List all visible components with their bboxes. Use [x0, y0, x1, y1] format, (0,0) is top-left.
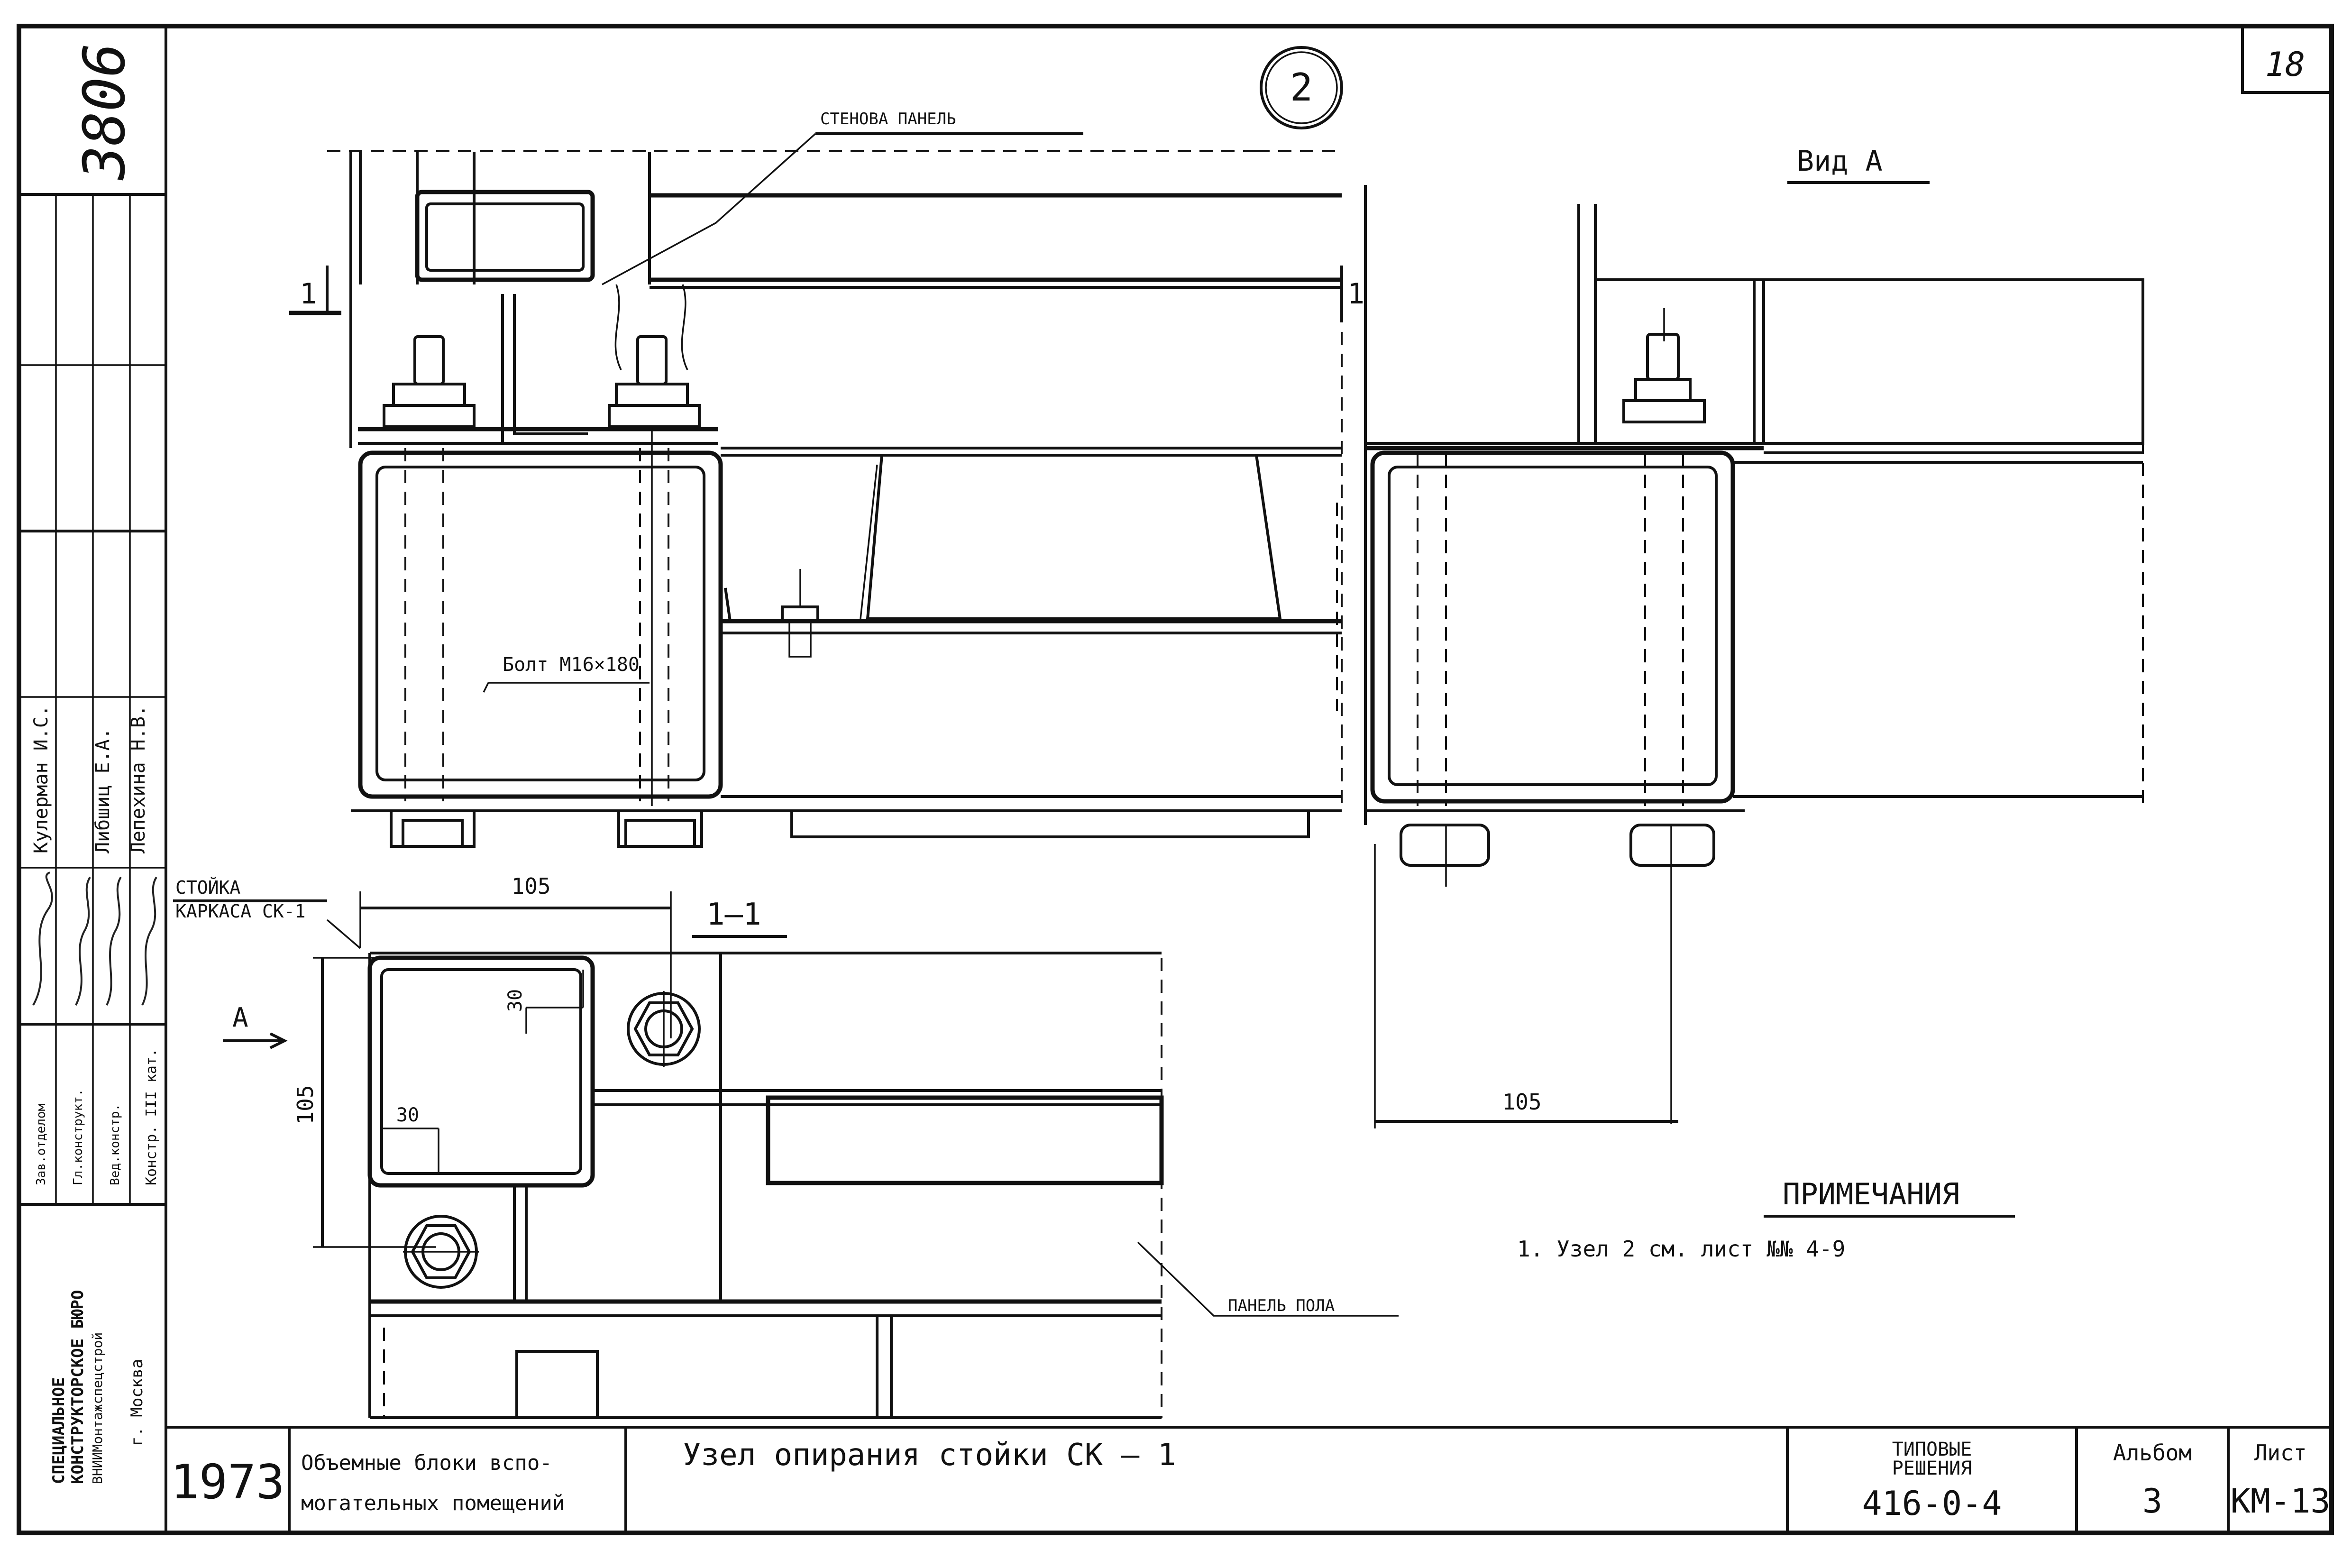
title-series-line-2: РЕШЕНИЯ — [1892, 1458, 1972, 1479]
stamp-role-4: Констр. III кат. — [143, 1048, 160, 1185]
post-label-line-2: КАРКАСА СК-1 — [175, 901, 306, 922]
title-album-value: 3 — [2142, 1482, 2162, 1521]
stamp-role-1: Зав.отделом — [34, 1104, 48, 1185]
floor-block-trapezoid — [866, 454, 1282, 620]
title-series-code: 416-0-4 — [1862, 1484, 2002, 1523]
post-box-inner — [375, 466, 705, 781]
notes-title: ПРИМЕЧАНИЯ — [1783, 1177, 1959, 1211]
base-plate — [790, 809, 1310, 838]
org-line-3: ВНИИМонтажспецстрой — [90, 1332, 105, 1484]
view-a-post-box — [1370, 450, 1735, 804]
floor-panel-label: ПАНЕЛЬ ПОЛА — [1228, 1296, 1335, 1315]
section-slot — [766, 1095, 1164, 1185]
signature-2 — [75, 876, 91, 1006]
title-project-line-2: могательных помещений — [301, 1491, 565, 1515]
archive-number: 3806 — [72, 43, 138, 181]
bolt-nut-bottom-left — [402, 819, 464, 848]
stamp-role-3: Вед.констр. — [108, 1104, 122, 1185]
bolt-nut-bottom-right — [624, 819, 696, 848]
stamp-name-2: Либшиц Е.А. — [92, 728, 114, 853]
wall-panel-label: СТЕНОВА ПАНЕЛЬ — [820, 110, 956, 128]
section-post-box-inner — [380, 968, 582, 1175]
section-title: 1—1 — [706, 897, 761, 932]
section-floor-opening — [515, 1350, 599, 1419]
post-label-line-1: СТОЙКА — [175, 877, 240, 898]
view-a-title: Вид А — [1797, 145, 1883, 178]
signature-3 — [106, 876, 122, 1006]
section-dim-30-vertical: 30 — [504, 989, 526, 1012]
signature-1 — [32, 871, 53, 1006]
title-sheet-label: Лист — [2254, 1440, 2307, 1466]
view-a-upper-beam — [1762, 278, 2144, 445]
title-album-label: Альбом — [2113, 1440, 2192, 1466]
title-year: 1973 — [171, 1454, 285, 1510]
detail-number: 2 — [1290, 65, 1313, 110]
section-mark-left: 1 — [300, 277, 317, 311]
title-project-line-1: Объемные блоки вспо- — [301, 1451, 552, 1475]
view-a-nut-bottom-left — [1400, 824, 1490, 867]
detail-number-circle — [1260, 46, 1343, 129]
section-dim-105-top: 105 — [511, 873, 550, 899]
org-city: г. Москва — [128, 1359, 146, 1446]
post-box-outer — [358, 450, 723, 799]
title-sheet-value: КМ-13 — [2231, 1482, 2331, 1521]
signature-4 — [141, 876, 157, 1006]
section-dim-105-left: 105 — [293, 1085, 318, 1124]
org-line-1: СПЕЦИАЛЬНОЕ — [49, 1377, 68, 1484]
title-drawing-name: Узел опирания стойки СК — 1 — [683, 1438, 1176, 1473]
bolt-head-top-left — [413, 335, 445, 385]
section-dim-30-horizontal: 30 — [396, 1104, 419, 1126]
stamp-name-1: Кулерман И.С. — [30, 705, 52, 853]
view-arrow-label: А — [232, 1002, 248, 1033]
view-a-nut-bottom-right — [1629, 824, 1715, 867]
sheet-border — [17, 24, 2334, 1535]
stamp-name-3: Лепехина Н.В. — [128, 705, 149, 853]
notes-item-1: 1. Узел 2 см. лист №№ 4-9 — [1517, 1236, 1845, 1262]
page-number: 18 — [2265, 45, 2305, 84]
org-line-2: КОНСТРУКТОРСКОЕ БЮРО — [68, 1290, 87, 1484]
bolt-head-top-right — [636, 335, 668, 385]
page-number-box — [2241, 26, 2332, 94]
bolt-label: Болт М16×180 — [503, 654, 640, 676]
section-mark-right: 1 — [1347, 277, 1364, 311]
section-post-box-outer — [367, 955, 595, 1188]
view-a-bolt-head — [1646, 333, 1680, 381]
title-series-line-1: ТИПОВЫЕ — [1892, 1439, 1972, 1460]
view-a-dim-105: 105 — [1502, 1089, 1541, 1115]
stamp-role-2: Гл.конструкт. — [71, 1089, 85, 1186]
